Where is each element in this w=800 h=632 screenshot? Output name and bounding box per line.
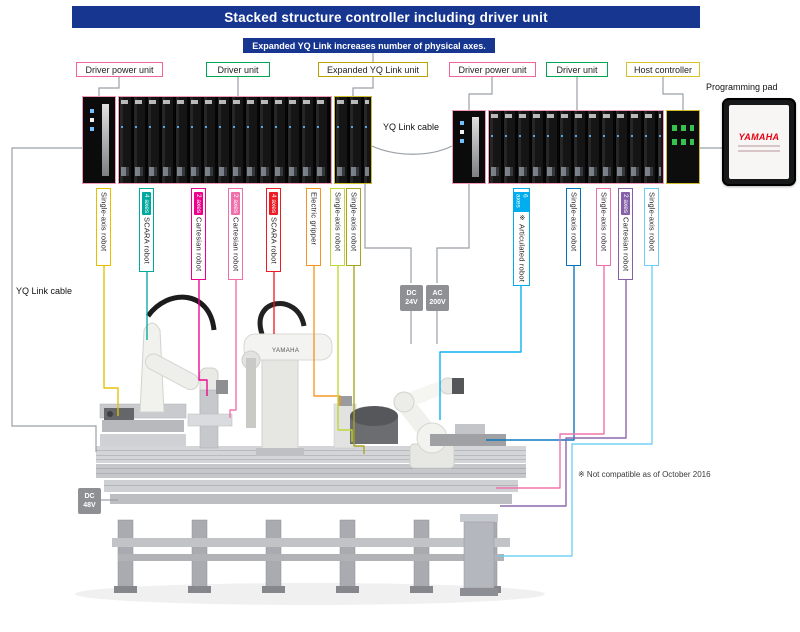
axes-badge: 4 axes — [141, 192, 152, 216]
robot-label-cartesian-2: 2 axes Cartesian robot — [228, 188, 243, 280]
right-controller-rack — [452, 110, 700, 184]
led-row — [337, 126, 369, 129]
axes-badge: 2 axes — [230, 192, 241, 216]
dc48v-box: DC 48V — [78, 488, 101, 514]
right-pedestal — [460, 514, 498, 596]
led-row — [121, 126, 329, 129]
wire-articulated — [439, 250, 522, 420]
table-lower-rails — [112, 538, 510, 561]
dc24v-box: DC 24V — [400, 285, 423, 311]
cartesian-module — [187, 380, 233, 449]
yamaha-logo: YAMAHA — [738, 132, 780, 142]
driver-power-unit-right-rack — [452, 110, 486, 184]
power-line2: 24V — [405, 299, 418, 306]
robot-cable — [257, 301, 307, 335]
wire-cartesian-2 — [229, 250, 237, 418]
robot-label-text: Cartesian robot — [231, 217, 241, 272]
robot-label-text: Articulated robot — [517, 223, 527, 282]
robot-label-cartesian-3: 2 axes Cartesian robot — [618, 188, 633, 280]
power-line1: DC — [406, 289, 417, 297]
yq-link-callout: Expanded YQ Link increases number of phy… — [243, 38, 495, 53]
label-driver-power-unit-right: Driver power unit — [449, 62, 536, 77]
center-scara-robot: YAMAHA — [241, 301, 333, 456]
robot-label-articulated: 6 axes ※ Articulated robot — [513, 188, 530, 286]
axes-badge: 4 axes — [268, 192, 279, 216]
axes-badge: 2 axes — [193, 192, 204, 216]
pad-screen-line — [738, 145, 780, 147]
robot-cable — [145, 294, 217, 331]
robot-label-scara-1: 4 axes SCARA robot — [139, 188, 154, 272]
wire-single-axis-6 — [498, 250, 653, 557]
gray-connector-lines — [11, 53, 722, 501]
robot-label-single-axis-4: Single-axis robot — [566, 188, 581, 266]
led-row — [491, 135, 661, 138]
wire-cartesian-3 — [500, 250, 627, 507]
wire-single-axis-4 — [486, 250, 575, 441]
driver-units-left-rack — [118, 96, 332, 184]
wire-single-axis-2 — [337, 250, 353, 442]
left-controller-rack — [82, 96, 372, 184]
note-marker: ※ — [518, 213, 526, 222]
arm-brand-text: YAMAHA — [272, 348, 299, 354]
wire-electric-gripper — [313, 250, 341, 406]
robot-label-single-axis-1: Single-axis robot — [96, 188, 111, 266]
page-title: Stacked structure controller including d… — [72, 6, 700, 28]
robot-label-electric-gripper: Electric gripper — [306, 188, 321, 266]
wire-single-axis-1 — [103, 250, 119, 416]
robot-label-text: Cartesian robot — [621, 217, 631, 272]
pad-screen-line — [738, 150, 780, 152]
robot-label-single-axis-3: Single-axis robot — [346, 188, 361, 266]
right-deck-modules — [430, 424, 506, 446]
power-line2: 48V — [83, 502, 96, 509]
power-line2: 200V — [429, 299, 446, 306]
wire-single-axis-5 — [496, 250, 605, 489]
yq-link-cable-left-label: YQ Link cable — [16, 286, 73, 296]
robot-label-text: Single-axis robot — [599, 192, 609, 252]
single-axis-module-left — [104, 408, 134, 420]
power-line1: AC — [432, 289, 443, 297]
rotary-module — [350, 406, 398, 444]
robot-label-text: Single-axis robot — [349, 192, 359, 252]
label-expanded-yq-link-unit: Expanded YQ Link unit — [318, 62, 428, 77]
label-driver-unit-left: Driver unit — [206, 62, 270, 77]
robot-label-single-axis-5: Single-axis robot — [596, 188, 611, 266]
compatibility-note: ※ Not compatible as of October 2016 — [578, 470, 711, 479]
wire-single-axis-3 — [353, 250, 365, 454]
ethernet-ports — [672, 125, 694, 131]
axes-badge: 6 axes — [513, 192, 530, 212]
robot-label-cartesian-1: 2 axes Cartesian robot — [191, 188, 206, 280]
robot-label-text: Single-axis robot — [333, 192, 343, 252]
robot-label-text: SCARA robot — [142, 217, 152, 264]
robot-label-text: Single-axis robot — [569, 192, 579, 252]
robot-label-scara-2: 4 axes SCARA robot — [266, 188, 281, 272]
label-driver-unit-right: Driver unit — [546, 62, 608, 77]
programming-pad: YAMAHA — [722, 98, 796, 186]
label-programming-pad: Programming pad — [706, 82, 778, 92]
ac200v-box: AC 200V — [426, 285, 449, 311]
driver-power-unit-left-rack — [82, 96, 116, 184]
table-frame — [96, 446, 526, 504]
label-driver-power-unit-left: Driver power unit — [76, 62, 163, 77]
axes-badge: 2 axes — [620, 192, 631, 216]
robot-label-text: Single-axis robot — [99, 192, 109, 252]
expanded-yq-link-unit-rack — [334, 96, 372, 184]
label-host-controller: Host controller — [626, 62, 700, 77]
io-ports — [672, 139, 694, 145]
driver-units-right-rack — [488, 110, 664, 184]
left-platform — [99, 403, 187, 446]
robot-label-text: Electric gripper — [309, 192, 319, 246]
robot-label-text: Single-axis robot — [647, 192, 657, 252]
robot-label-text: SCARA robot — [269, 217, 279, 264]
yq-link-cable-top-label: YQ Link cable — [383, 122, 440, 132]
robot-label-single-axis-6: Single-axis robot — [644, 188, 659, 266]
wire-cartesian-1 — [198, 250, 208, 396]
robot-label-text: Cartesian robot — [194, 217, 204, 272]
host-controller-rack — [666, 110, 700, 184]
robot-label-single-axis-2: Single-axis robot — [330, 188, 345, 266]
programming-pad-screen: YAMAHA — [729, 105, 789, 179]
power-line1: DC — [84, 492, 95, 500]
robot-cell-photo: YAMAHA — [75, 294, 545, 605]
